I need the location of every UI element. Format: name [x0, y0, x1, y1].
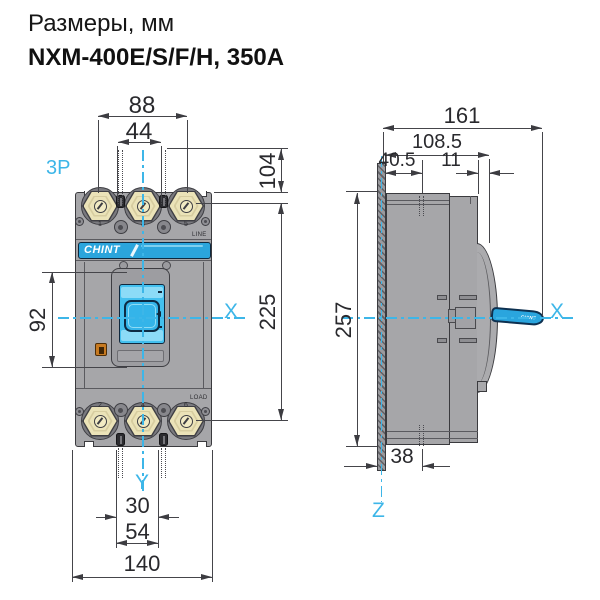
load-side-label: LOAD — [190, 395, 208, 401]
panel-line — [84, 262, 86, 388]
model-subtitle: NXM-400E/S/F/H, 350A — [28, 44, 285, 71]
screw-channel-dotted — [118, 448, 123, 478]
position-arrow-icon — [156, 311, 161, 317]
terminal-2 — [81, 402, 119, 440]
dim-257: 257 — [331, 301, 356, 339]
centerline-x-front — [58, 317, 248, 319]
dim-88: 88 — [128, 92, 156, 119]
vent-slot — [437, 338, 447, 343]
axis-x-label-side: X — [550, 300, 565, 323]
terminal-1 — [81, 187, 119, 225]
vent-slot — [437, 295, 447, 300]
chint-logo: CHINT — [84, 244, 121, 256]
screw-channel-dotted — [419, 425, 424, 446]
washer — [113, 220, 128, 234]
axis-x-label-front: X — [224, 300, 239, 323]
logo-swoosh — [130, 244, 139, 257]
mount-screw-head — [159, 195, 168, 208]
dim-104: 104 — [255, 152, 280, 190]
dim-140: 140 — [123, 551, 161, 576]
dim-38: 38 — [390, 445, 414, 468]
dim-54: 54 — [125, 519, 150, 544]
dim-30: 30 — [125, 493, 150, 518]
cover-step — [470, 196, 472, 204]
screw-channel-dotted — [419, 196, 424, 216]
washer — [156, 403, 171, 417]
vent-slot — [459, 295, 477, 300]
corner-screw — [75, 406, 84, 416]
trip-test-button — [95, 343, 107, 356]
terminal-number: 5 — [184, 221, 188, 228]
washer — [113, 403, 128, 417]
mount-screw-head — [159, 433, 168, 446]
dim-108-5: 108.5 — [411, 131, 463, 153]
breaker-side-body — [386, 193, 450, 445]
logo-highlight — [141, 244, 203, 247]
screw-channel-dotted — [161, 448, 166, 478]
page-title: Размеры, мм — [28, 10, 175, 37]
vent-slot — [459, 338, 477, 343]
centerline-x-side — [342, 317, 574, 319]
centerline-y-front — [142, 150, 144, 493]
terminal-number: 2 — [98, 402, 102, 409]
axis-z-label-side: Z — [372, 499, 385, 522]
dim-161: 161 — [443, 103, 481, 128]
corner-screw — [201, 216, 210, 226]
screw-channel-dotted — [161, 150, 166, 204]
off-mark — [158, 326, 162, 328]
corner-screw — [201, 406, 210, 416]
terminal-number: 1 — [98, 221, 102, 228]
terminal-number: 6 — [184, 402, 188, 409]
washer — [156, 220, 171, 234]
mount-notch — [84, 441, 94, 447]
mount-screw-head — [116, 195, 125, 208]
dome-step — [477, 381, 487, 392]
centerline-z-side — [380, 156, 383, 502]
panel-line — [203, 262, 205, 388]
dim-44: 44 — [125, 118, 153, 145]
nameplate — [117, 350, 164, 362]
pole-count-label: 3P — [46, 157, 71, 179]
dim-225: 225 — [255, 293, 280, 331]
on-mark — [158, 291, 162, 293]
corner-screw — [75, 216, 84, 226]
dim-11: 11 — [441, 150, 461, 171]
brand-band: CHINT — [78, 242, 211, 259]
dim-40-5: 40.5 — [378, 150, 416, 171]
axis-y-label-front: Y — [135, 471, 150, 494]
mount-screw-head — [116, 433, 125, 446]
line-side-label: LINE — [192, 232, 207, 238]
screw-channel-dotted — [118, 150, 123, 204]
dim-92: 92 — [25, 307, 50, 333]
mount-notch — [197, 441, 207, 447]
